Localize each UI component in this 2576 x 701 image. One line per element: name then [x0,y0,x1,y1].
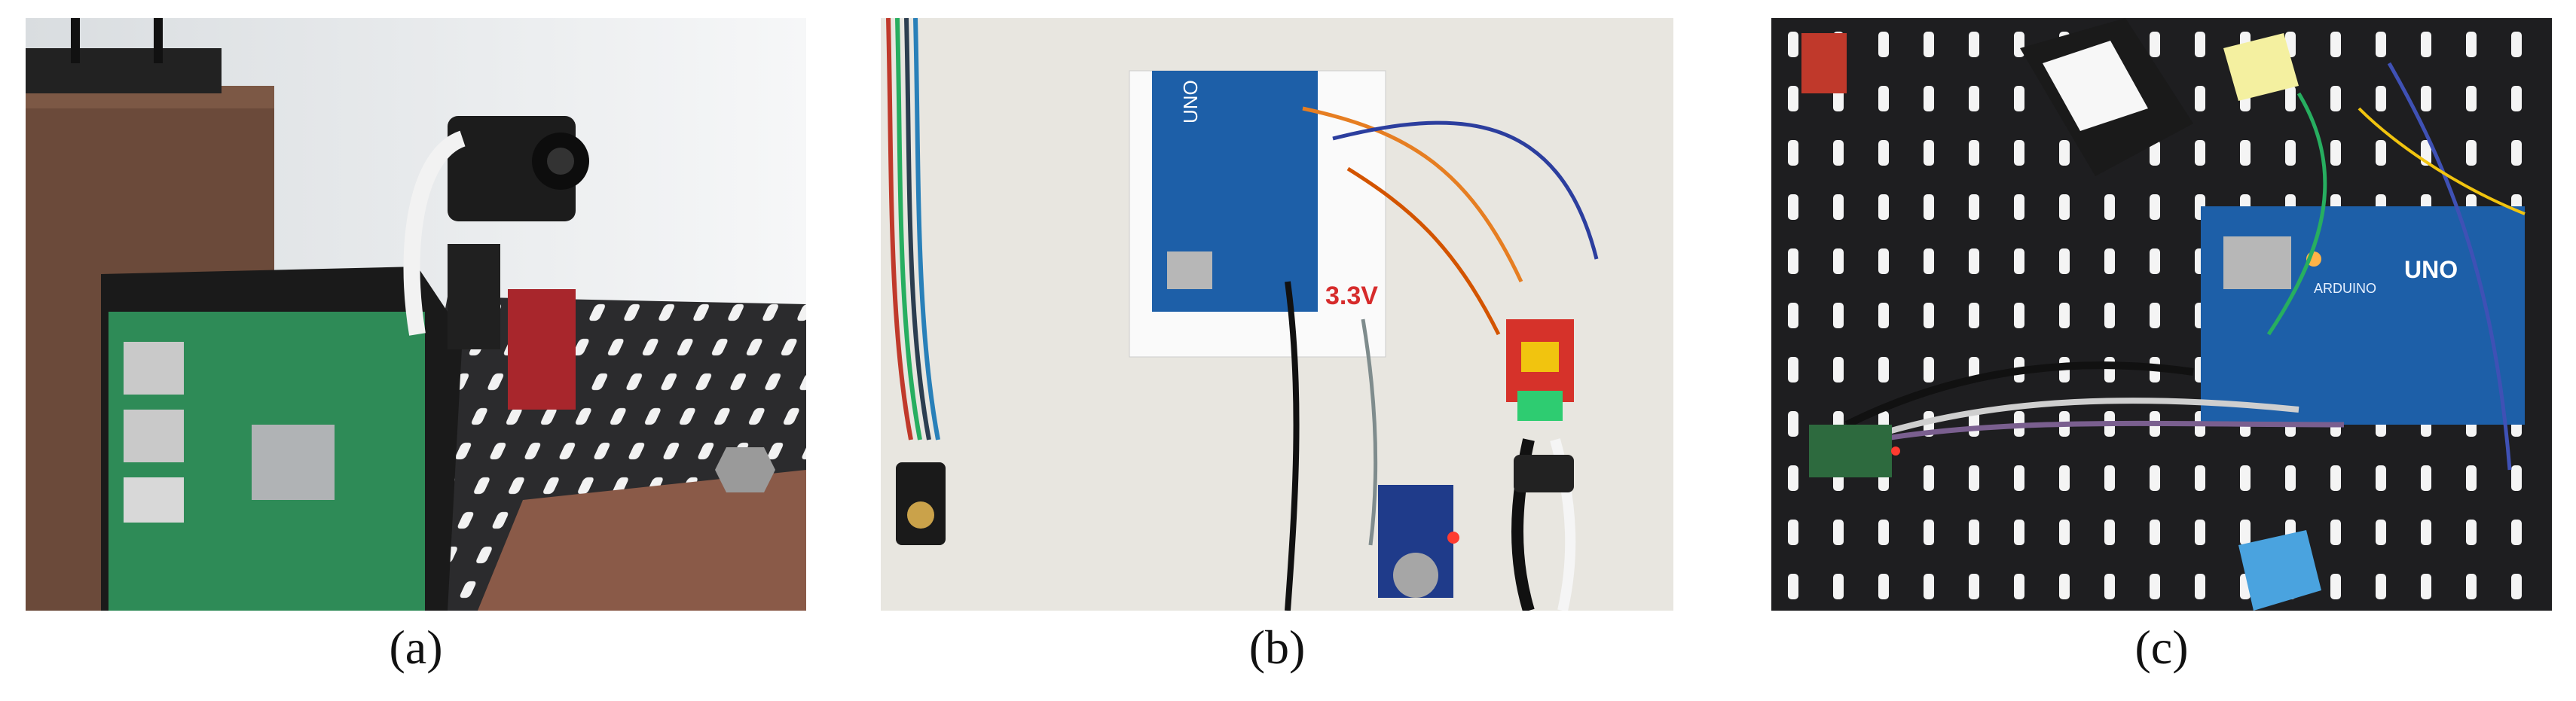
caption-c: (c) [2134,620,2189,674]
caption-b: (b) [1248,620,1306,674]
photo-b-illustration: UNO 3.3V [881,18,1673,611]
board-brand-c: ARDUINO [2314,281,2376,296]
board-label-b: UNO [1179,80,1202,123]
photo-arduino-wall-sensors: UNO 3.3V [881,18,1673,611]
photo-a-illustration [26,18,806,611]
voltage-note: 3.3V [1325,282,1378,310]
photo-arduino-pegboard-bluetooth: UNO ARDUINO [1771,18,2552,611]
photo-c-illustration: UNO ARDUINO [1771,18,2552,611]
photo-raspberry-pi-camera [26,18,806,611]
caption-a: (a) [389,620,443,674]
board-label-c: UNO [2404,256,2458,283]
